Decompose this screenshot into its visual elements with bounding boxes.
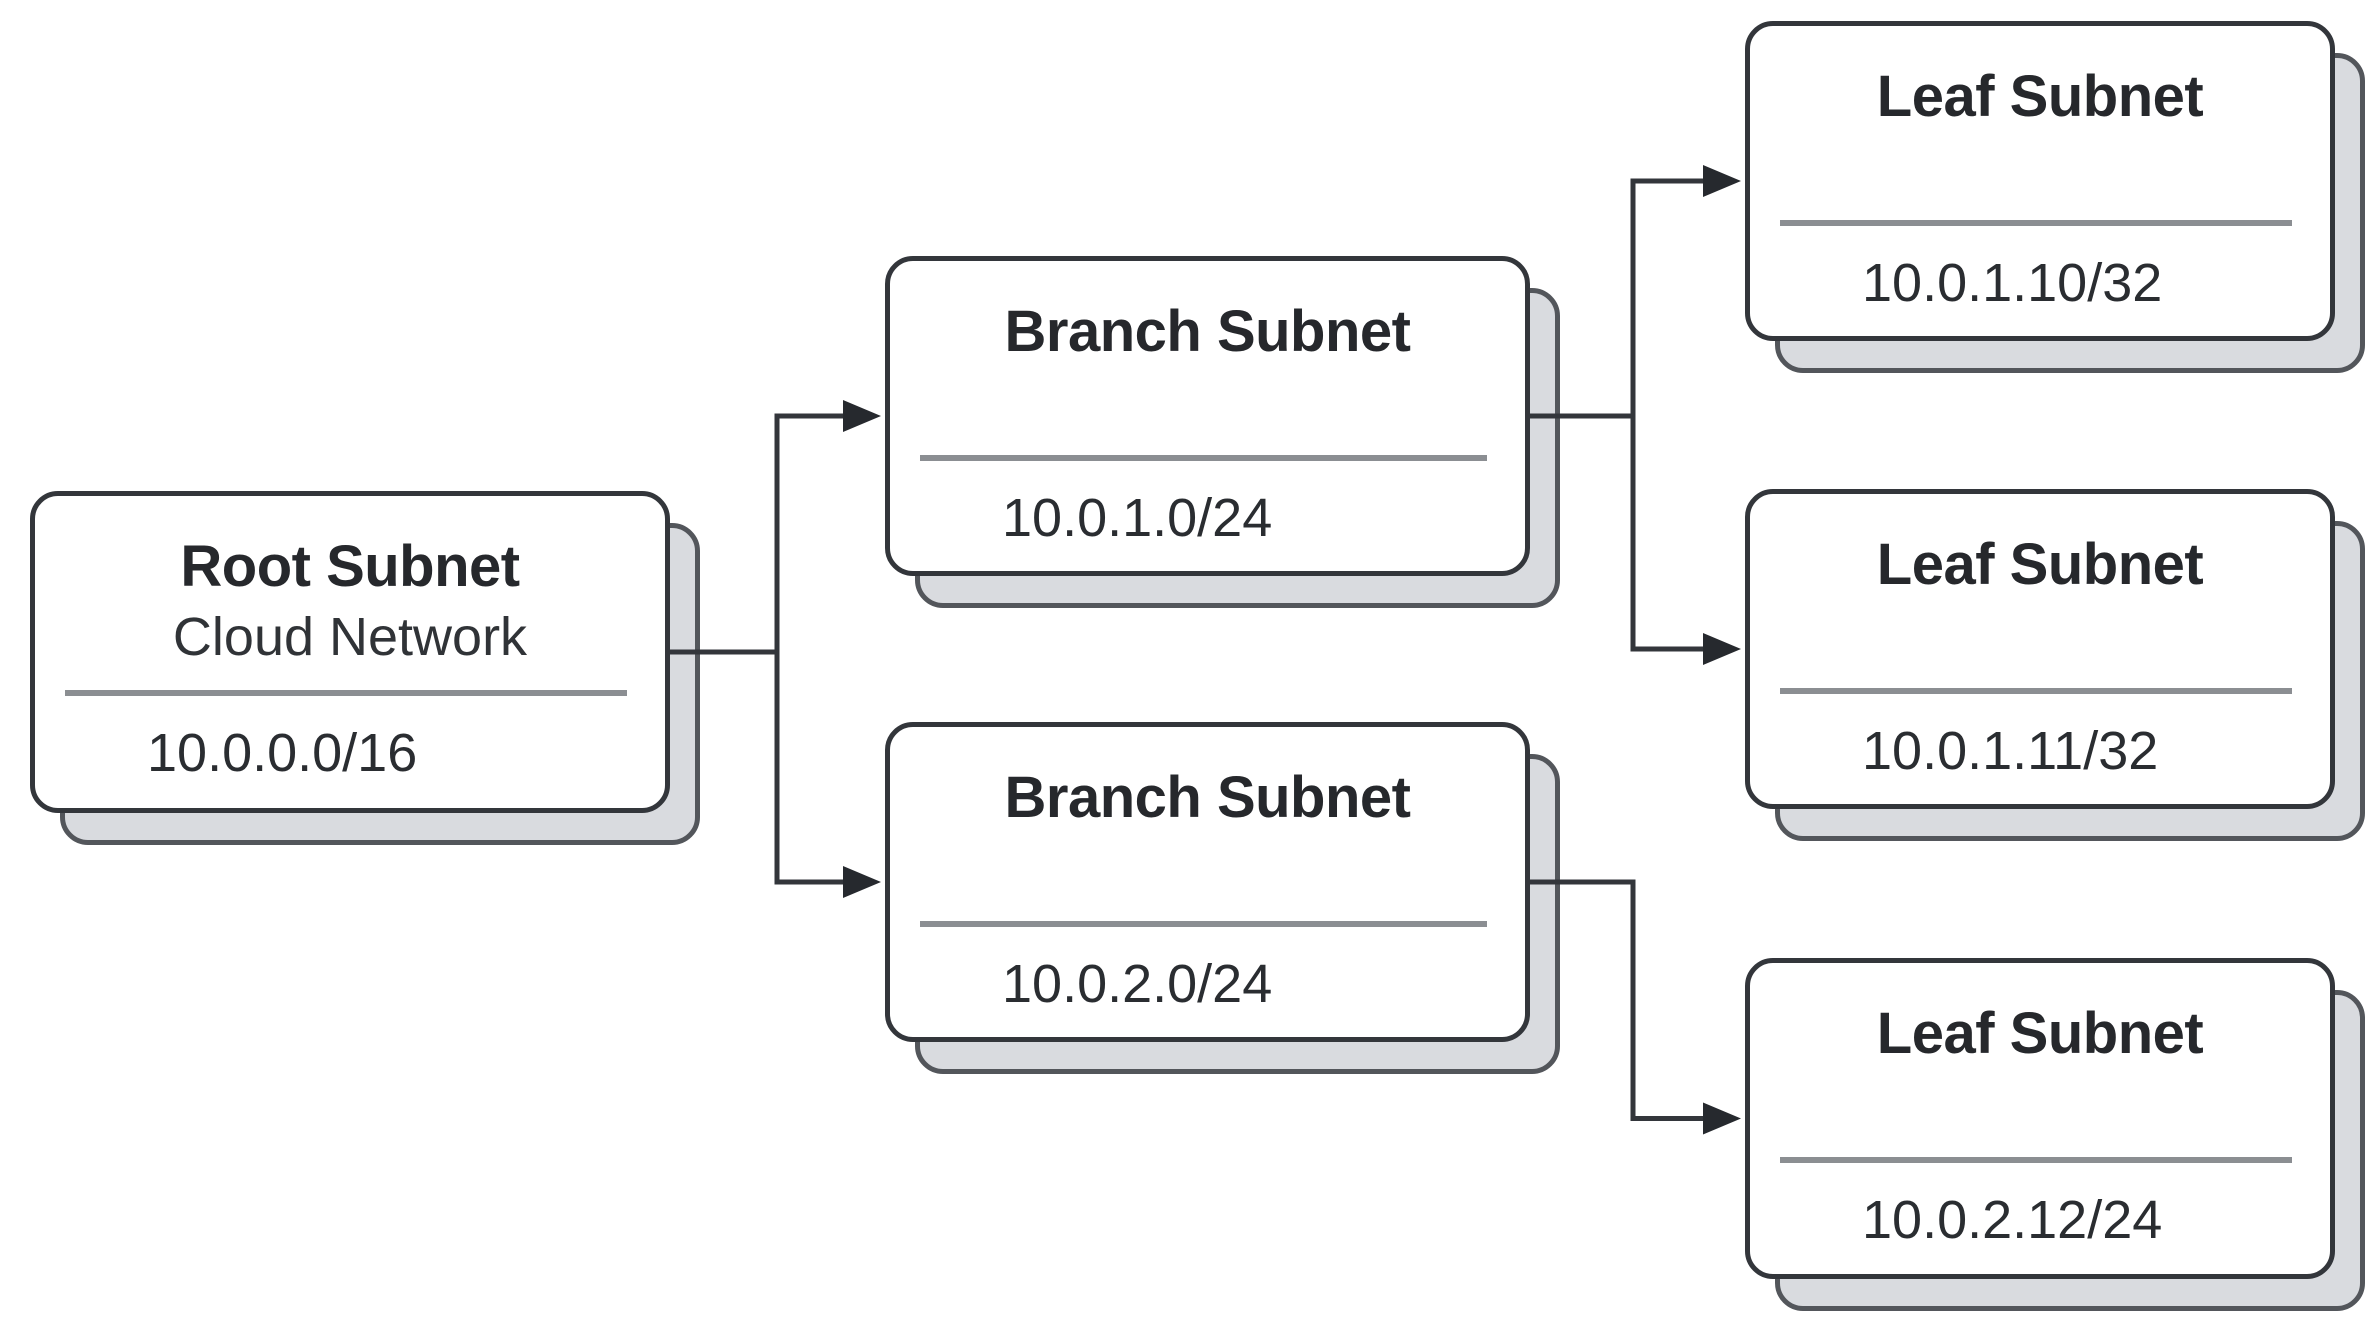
arrow-icon (1703, 1102, 1741, 1135)
card-face: Leaf Subnet 10.0.1.11/32 (1745, 489, 2335, 809)
card-face: Leaf Subnet 10.0.2.12/24 (1745, 958, 2335, 1279)
card-title: Leaf Subnet (1876, 64, 2204, 129)
card-divider (1780, 688, 2292, 694)
card-face: Root Subnet Cloud Network 10.0.0.0/16 (30, 491, 670, 813)
card-divider (920, 455, 1487, 461)
subnet-card-leaf2: Leaf Subnet 10.0.1.11/32 (1745, 489, 2365, 841)
subnet-card-leaf3: Leaf Subnet 10.0.2.12/24 (1745, 958, 2365, 1311)
card-title: Root Subnet (180, 534, 520, 599)
arrow-icon (843, 400, 881, 432)
card-cidr: 10.0.1.0/24 (1002, 488, 1273, 548)
subnet-card-branch1: Branch Subnet 10.0.1.0/24 (885, 256, 1560, 608)
card-cidr: 10.0.1.11/32 (1862, 721, 2159, 781)
subnet-card-branch2: Branch Subnet 10.0.2.0/24 (885, 722, 1560, 1074)
card-cidr: 10.0.2.0/24 (1002, 954, 1273, 1014)
card-title: Leaf Subnet (1876, 532, 2204, 597)
card-divider (920, 921, 1487, 927)
arrow-icon (1703, 165, 1741, 197)
card-cidr: 10.0.0.0/16 (147, 723, 418, 783)
subnet-card-leaf1: Leaf Subnet 10.0.1.10/32 (1745, 21, 2365, 373)
card-cidr: 10.0.1.10/32 (1862, 253, 2163, 313)
card-divider (1780, 1157, 2292, 1163)
card-title: Leaf Subnet (1876, 1001, 2204, 1066)
card-divider (1780, 220, 2292, 226)
card-face: Branch Subnet 10.0.2.0/24 (885, 722, 1530, 1042)
arrow-icon (1703, 633, 1741, 665)
card-title: Branch Subnet (1004, 765, 1412, 830)
arrow-icon (843, 866, 881, 898)
card-subtitle: Cloud Network (172, 607, 528, 667)
card-cidr: 10.0.2.12/24 (1862, 1190, 2163, 1250)
subnet-card-root: Root Subnet Cloud Network 10.0.0.0/16 (30, 491, 700, 845)
card-face: Leaf Subnet 10.0.1.10/32 (1745, 21, 2335, 341)
card-divider (65, 690, 627, 696)
card-face: Branch Subnet 10.0.1.0/24 (885, 256, 1530, 576)
card-title: Branch Subnet (1004, 299, 1412, 364)
